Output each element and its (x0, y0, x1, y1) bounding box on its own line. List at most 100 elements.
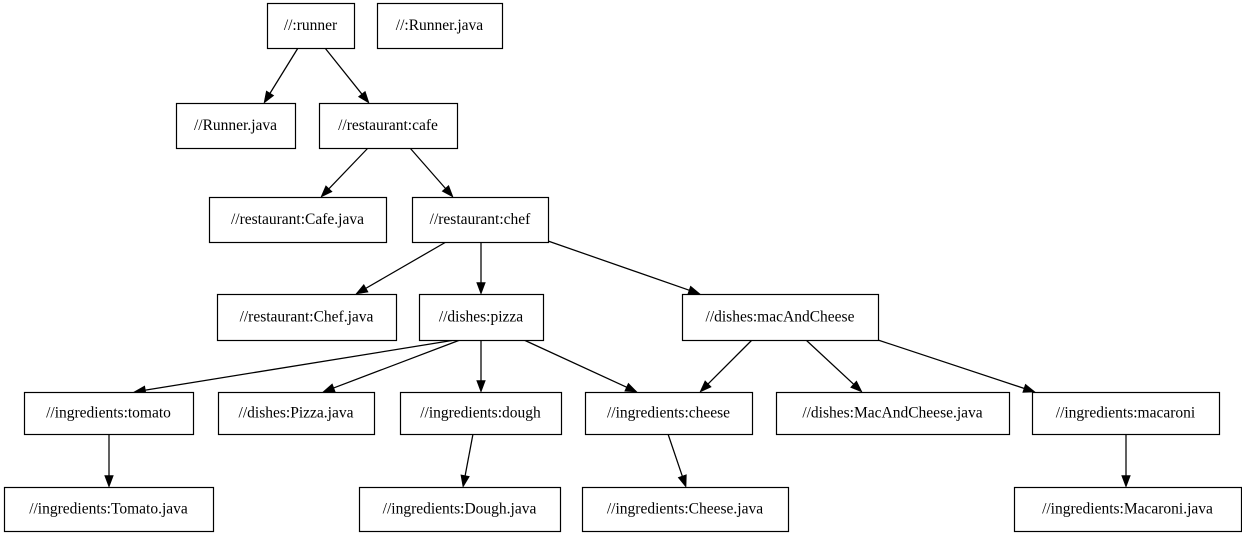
edge-dishes_mac-to-ing_cheese (699, 339, 753, 393)
node-label: //ingredients:Tomato.java (29, 501, 188, 518)
edge-dishes_pizza-to-ing_dough (476, 340, 486, 393)
node-box[interactable] (216, 293, 398, 342)
node-label: //ingredients:Cheese.java (607, 501, 763, 518)
node-box[interactable] (318, 102, 459, 150)
graph-node-cafe_java[interactable]: //restaurant:Cafe.java (208, 196, 388, 244)
edge-dishes_mac-to-ing_macaroni (877, 339, 1036, 393)
edge-restaurant_chef-to-dishes_mac (547, 240, 701, 295)
edge-dishes_pizza-to-pizza_java (322, 339, 461, 393)
node-label: //:Runner.java (396, 17, 484, 34)
arrowhead-icon (1022, 383, 1036, 393)
graph-node-restaurant_cafe[interactable]: //restaurant:cafe (318, 102, 459, 150)
arrowhead-icon (850, 380, 863, 393)
edge-line (268, 47, 299, 95)
arrowhead-icon (1121, 475, 1131, 488)
node-label: //dishes:pizza (439, 309, 523, 326)
arrowhead-icon (677, 474, 687, 488)
node-label: //restaurant:chef (430, 211, 532, 228)
graph-node-chef_java[interactable]: //restaurant:Chef.java (216, 293, 398, 342)
arrowhead-icon (104, 475, 114, 488)
graph-node-runner_java[interactable]: //Runner.java (175, 102, 297, 150)
graph-node-ing_macaroni[interactable]: //ingredients:macaroni (1031, 391, 1221, 436)
graph-node-macaroni_java[interactable]: //ingredients:Macaroni.java (1013, 486, 1242, 533)
node-label: //restaurant:cafe (338, 117, 438, 134)
graph-node-dough_java[interactable]: //ingredients:Dough.java (358, 486, 562, 533)
graph-node-runner[interactable]: //:runner (266, 2, 356, 50)
node-label: //ingredients:Macaroni.java (1042, 501, 1213, 518)
edge-line (324, 47, 364, 96)
edge-line (143, 339, 456, 392)
arrowhead-icon (624, 382, 638, 393)
node-box[interactable] (23, 391, 195, 436)
graph-node-runner_java_root[interactable]: //:Runner.java (376, 2, 504, 50)
node-label: //restaurant:Cafe.java (231, 211, 364, 228)
node-box[interactable] (358, 486, 562, 533)
arrowhead-icon (357, 90, 370, 104)
graph-node-ing_cheese[interactable]: //ingredients:cheese (584, 391, 754, 436)
edge-runner-to-restaurant_cafe (324, 47, 370, 104)
graph-node-dishes_pizza[interactable]: //dishes:pizza (418, 293, 545, 342)
node-label: //ingredients:tomato (46, 405, 171, 422)
edge-ing_tomato-to-tomato_java (104, 434, 114, 488)
graph-node-ing_dough[interactable]: //ingredients:dough (399, 391, 563, 436)
edge-line (523, 339, 629, 389)
nodes-layer: //:runner //:Runner.java //Runner.java //re… (3, 2, 1242, 533)
arrowhead-icon (699, 380, 712, 393)
node-label: //ingredients:macaroni (1056, 405, 1196, 422)
arrowhead-icon (476, 380, 486, 393)
node-box[interactable] (266, 2, 356, 50)
graph-node-restaurant_chef[interactable]: //restaurant:chef (411, 196, 550, 244)
edge-dishes_pizza-to-ing_cheese (523, 339, 638, 393)
edge-restaurant_chef-to-chef_java (355, 241, 447, 295)
node-box[interactable] (3, 486, 215, 533)
edge-line (877, 339, 1026, 390)
arrowhead-icon (263, 90, 275, 104)
edge-restaurant_chef-to-dishes_pizza (476, 242, 486, 295)
node-box[interactable] (1031, 391, 1221, 436)
edge-ing_dough-to-dough_java (460, 433, 474, 488)
node-label: //ingredients:cheese (607, 405, 730, 422)
node-label: //dishes:Pizza.java (239, 405, 354, 422)
edge-ing_cheese-to-cheese_java (667, 433, 687, 488)
edge-line (547, 240, 691, 292)
arrowhead-icon (460, 474, 470, 488)
node-box[interactable] (217, 391, 376, 436)
graph-node-ing_tomato[interactable]: //ingredients:tomato (23, 391, 195, 436)
graph-node-pizza_java[interactable]: //dishes:Pizza.java (217, 391, 376, 436)
node-label: //ingredients:dough (420, 405, 541, 422)
node-label: //:runner (284, 17, 338, 34)
node-box[interactable] (581, 486, 790, 533)
node-box[interactable] (411, 196, 550, 244)
edge-line (332, 339, 461, 390)
node-box[interactable] (208, 196, 388, 244)
edge-dishes_pizza-to-ing_tomato (133, 339, 456, 395)
node-box[interactable] (584, 391, 754, 436)
node-box[interactable] (418, 293, 545, 342)
arrowhead-icon (476, 282, 486, 295)
node-box[interactable] (175, 102, 297, 150)
node-label: //dishes:macAndCheese (706, 309, 855, 326)
node-box[interactable] (1013, 486, 1242, 533)
edge-line (464, 433, 474, 478)
node-label: //ingredients:Dough.java (383, 501, 537, 518)
node-box[interactable] (681, 293, 880, 342)
edge-line (327, 147, 369, 191)
edge-runner-to-runner_java (263, 47, 299, 104)
edge-line (706, 339, 753, 386)
node-box[interactable] (376, 2, 504, 50)
node-box[interactable] (775, 391, 1011, 436)
edge-restaurant_cafe-to-cafe_java (320, 147, 369, 198)
edge-line (409, 147, 447, 190)
edge-ing_macaroni-to-macaroni_java (1121, 434, 1131, 488)
arrowhead-icon (687, 285, 701, 295)
graph-node-tomato_java[interactable]: //ingredients:Tomato.java (3, 486, 215, 533)
graph-node-mac_java[interactable]: //dishes:MacAndCheese.java (775, 391, 1011, 436)
node-box[interactable] (399, 391, 563, 436)
edge-line (667, 433, 684, 478)
edge-restaurant_cafe-to-restaurant_chef (409, 147, 454, 198)
graph-node-cheese_java[interactable]: //ingredients:Cheese.java (581, 486, 790, 533)
arrowhead-icon (441, 185, 454, 198)
node-label: //dishes:MacAndCheese.java (802, 405, 982, 422)
graph-node-dishes_mac[interactable]: //dishes:macAndCheese (681, 293, 880, 342)
